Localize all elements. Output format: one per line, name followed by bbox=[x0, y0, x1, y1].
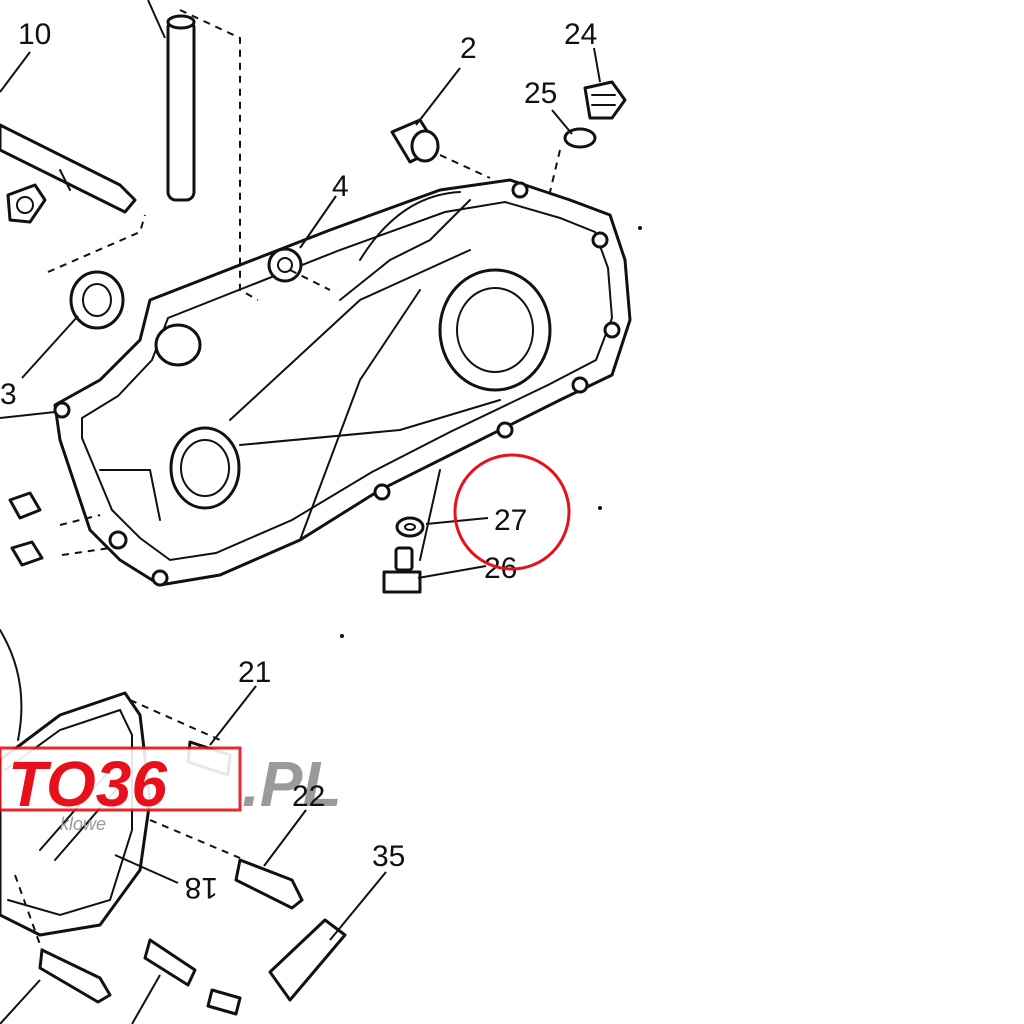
callout-24: 24 bbox=[564, 18, 597, 51]
highlight-circle bbox=[453, 453, 571, 571]
watermark-suffix: .PL bbox=[242, 748, 342, 820]
callout-10: 10 bbox=[18, 18, 51, 51]
callout-27: 27 bbox=[494, 504, 527, 537]
callout-25: 25 bbox=[524, 77, 557, 110]
side-bolts bbox=[8, 491, 44, 567]
vertical-pin bbox=[166, 14, 196, 202]
lower-bolts bbox=[38, 938, 242, 1016]
callout-4: 4 bbox=[332, 170, 349, 203]
watermark: TO36 .PL klowe bbox=[0, 746, 342, 834]
callout-3: 3 bbox=[0, 378, 17, 411]
callout-2: 2 bbox=[460, 32, 477, 65]
pin-4 bbox=[267, 247, 303, 283]
watermark-box bbox=[0, 746, 242, 812]
gasket-35 bbox=[268, 918, 347, 1002]
callout-18: 18 bbox=[185, 871, 218, 904]
washer-27 bbox=[395, 516, 425, 538]
watermark-tagline: klowe bbox=[60, 814, 106, 834]
crankcase bbox=[53, 178, 632, 587]
callout-21: 21 bbox=[238, 656, 271, 689]
callout-35: 35 bbox=[372, 840, 405, 873]
shaft-part-10 bbox=[0, 123, 137, 224]
bearing-3 bbox=[69, 270, 125, 330]
bolt-22 bbox=[234, 858, 304, 910]
watermark-brand: TO36 bbox=[8, 748, 167, 820]
callout-22: 22 bbox=[292, 780, 325, 813]
plug-24 bbox=[583, 80, 627, 120]
bolt-26 bbox=[382, 546, 422, 594]
bush-2 bbox=[390, 118, 440, 164]
